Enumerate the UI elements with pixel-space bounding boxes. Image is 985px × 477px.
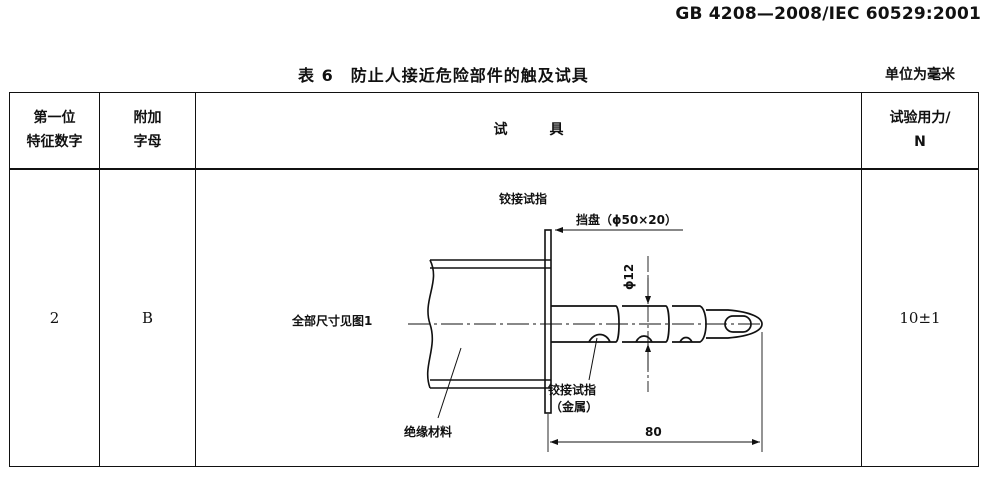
insulating-label: 绝缘材料: [404, 424, 452, 439]
length-label: 80: [645, 425, 662, 439]
cell-first-digit: 2: [9, 168, 100, 467]
finger-segments: [551, 304, 763, 343]
header-letter: 附加 字母: [99, 92, 196, 170]
jointed-test-finger-drawing: ϕ12 挡盘（ϕ50×20） 铰接试指 全部尺寸见图1 铰接试指 （金属） 绝缘…: [291, 191, 764, 452]
all-dims-label: 全部尺寸见图1: [291, 313, 372, 328]
header-letter-line1: 附加: [133, 110, 162, 127]
cell-letter: B: [99, 168, 196, 467]
header-test-tool-label: 试 具: [493, 122, 564, 139]
stop-plate-label: 挡盘（ϕ50×20）: [576, 212, 677, 227]
header-first-digit-line2: 特征数字: [26, 134, 83, 151]
header-first-digit-line1: 第一位: [33, 110, 76, 127]
header-force-line2: N: [914, 134, 926, 151]
unit-note: 单位为毫米: [885, 67, 955, 83]
hinged-finger-label: 铰接试指: [499, 191, 547, 206]
metal-finger-label-1: 铰接试指: [548, 382, 596, 397]
metal-finger-label-2: （金属）: [550, 399, 598, 414]
header-row: 第一位 特征数字 附加 字母 试 具 试验用力/ N: [9, 92, 979, 170]
header-force-line1: 试验用力/: [889, 110, 951, 127]
header-test-force: 试验用力/ N: [861, 92, 979, 170]
standard-code: GB 4208—2008/IEC 60529:2001: [675, 4, 981, 24]
table-title: 表 6 防止人接近危险部件的触及试具: [298, 66, 589, 85]
cell-test-force: 10±1: [861, 168, 979, 467]
table-row: 2 B: [9, 168, 979, 467]
header-letter-line2: 字母: [133, 134, 162, 151]
cell-test-tool-figure: ϕ12 挡盘（ϕ50×20） 铰接试指 全部尺寸见图1 铰接试指 （金属） 绝缘…: [195, 168, 862, 467]
access-probe-table: 第一位 特征数字 附加 字母 试 具 试验用力/ N 2 B: [9, 92, 979, 467]
header-test-tool: 试 具: [195, 92, 862, 170]
diameter-label: ϕ12: [622, 263, 636, 289]
header-first-digit: 第一位 特征数字: [9, 92, 100, 170]
stop-plate: [544, 228, 552, 414]
